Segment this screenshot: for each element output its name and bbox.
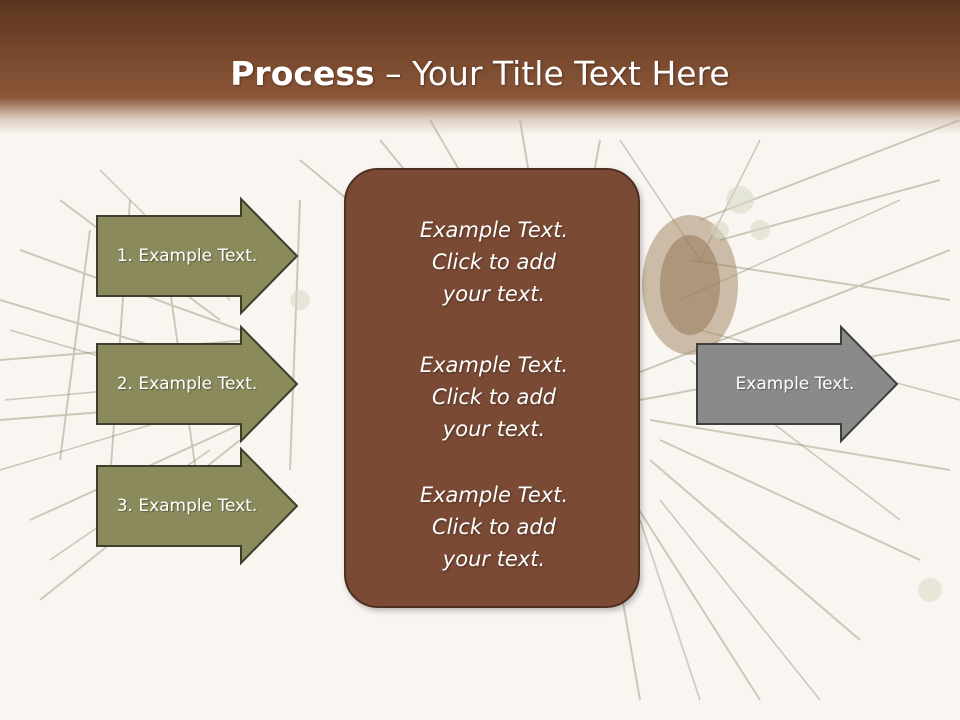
- arrow-shape: [96, 324, 299, 444]
- paragraph-line: Click to add: [431, 385, 556, 409]
- paragraph-line: Example Text.: [419, 483, 569, 507]
- step-label: 3. Example Text.: [116, 496, 258, 516]
- title-band: [0, 0, 960, 135]
- text-paragraph-2: Example Text. Click to add your text.: [346, 349, 642, 445]
- process-step-arrow-2[interactable]: 2. Example Text.: [96, 324, 299, 444]
- result-label: Example Text.: [735, 374, 855, 394]
- arrow-shape: [96, 446, 299, 566]
- process-step-arrow-1[interactable]: 1. Example Text.: [96, 196, 299, 316]
- text-paragraph-1: Example Text. Click to add your text.: [346, 214, 642, 310]
- center-text-box[interactable]: Example Text. Click to add your text. Ex…: [344, 168, 640, 608]
- paragraph-line: Example Text.: [419, 353, 569, 377]
- title-bold-part: Process: [230, 54, 375, 93]
- title-rest-part: – Your Title Text Here: [374, 54, 730, 93]
- paragraph-line: Click to add: [431, 515, 556, 539]
- arrow-shape: [96, 196, 299, 316]
- arrow-shape: [696, 324, 899, 444]
- paragraph-line: your text.: [442, 547, 546, 571]
- paragraph-line: your text.: [442, 282, 546, 306]
- step-label: 1. Example Text.: [116, 246, 258, 266]
- process-step-arrow-3[interactable]: 3. Example Text.: [96, 446, 299, 566]
- text-paragraph-3: Example Text. Click to add your text.: [346, 479, 642, 575]
- paragraph-line: Example Text.: [419, 218, 569, 242]
- step-label: 2. Example Text.: [116, 374, 258, 394]
- paragraph-line: your text.: [442, 417, 546, 441]
- paragraph-line: Click to add: [431, 250, 556, 274]
- slide-title[interactable]: Process – Your Title Text Here: [0, 52, 960, 96]
- result-arrow[interactable]: Example Text.: [696, 324, 899, 444]
